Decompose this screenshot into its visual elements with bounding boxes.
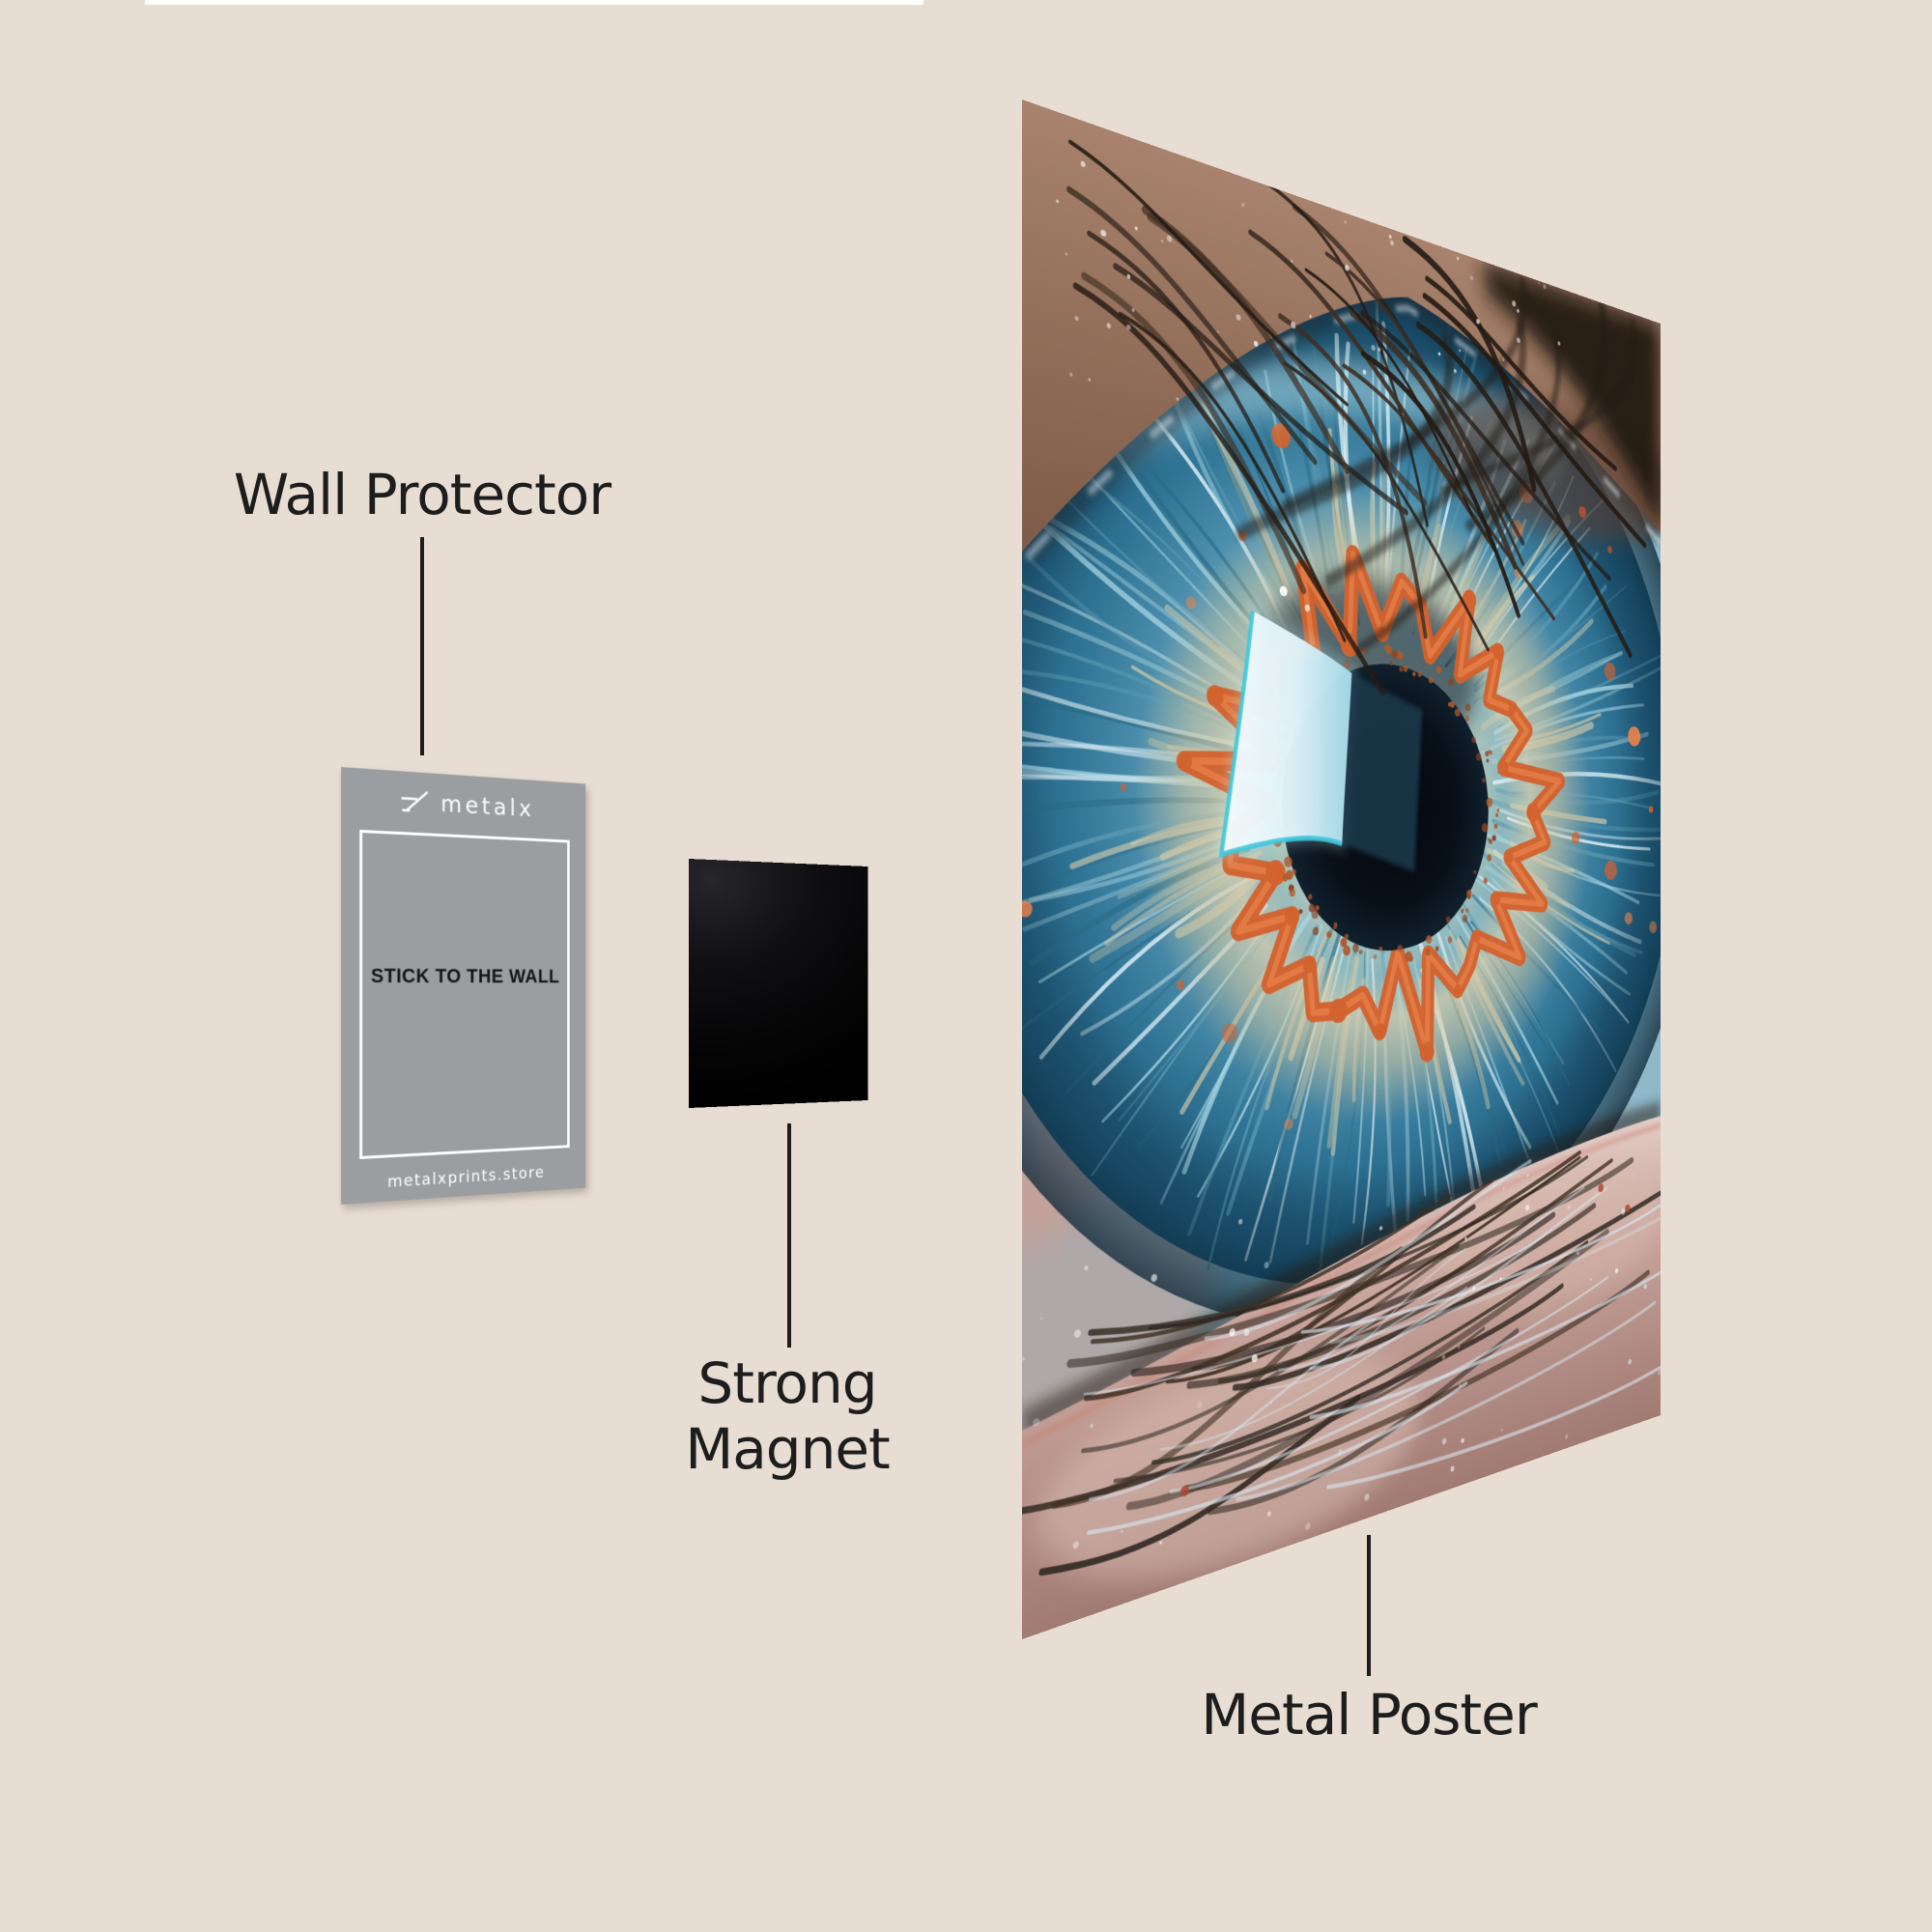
card-logo: metalx <box>341 782 585 825</box>
metalx-logo-icon <box>399 786 433 816</box>
strong-magnet-label-line2: Magnet <box>685 1416 891 1483</box>
strong-magnet-connector-line <box>787 1123 791 1348</box>
card-footer-url: metalxprints.store <box>387 1163 546 1192</box>
eye-artwork <box>1022 99 1662 1639</box>
card-brand-wordmark: metalx <box>440 789 535 822</box>
metal-poster-connector-line <box>1367 1535 1371 1676</box>
strong-magnet-label: Strong Magnet <box>497 1350 1077 1483</box>
metal-poster-label: Metal Poster <box>1201 1682 1537 1747</box>
wall-protector-label: Wall Protector <box>233 462 611 527</box>
lower-sparkles <box>1022 1174 1662 1549</box>
magnet-square <box>689 859 868 1108</box>
metal-poster <box>1022 99 1662 1639</box>
strong-magnet-label-line1: Strong <box>697 1350 877 1416</box>
wall-protector-connector-line <box>420 537 424 755</box>
card-center-text: STICK TO THE WALL <box>370 965 560 988</box>
wall-protector-card: metalx STICK TO THE WALL metalxprints.st… <box>341 767 586 1205</box>
top-edge-artifact <box>145 0 923 5</box>
card-inner-border <box>359 829 570 1159</box>
orange-pigment-ring <box>1022 420 1658 1131</box>
